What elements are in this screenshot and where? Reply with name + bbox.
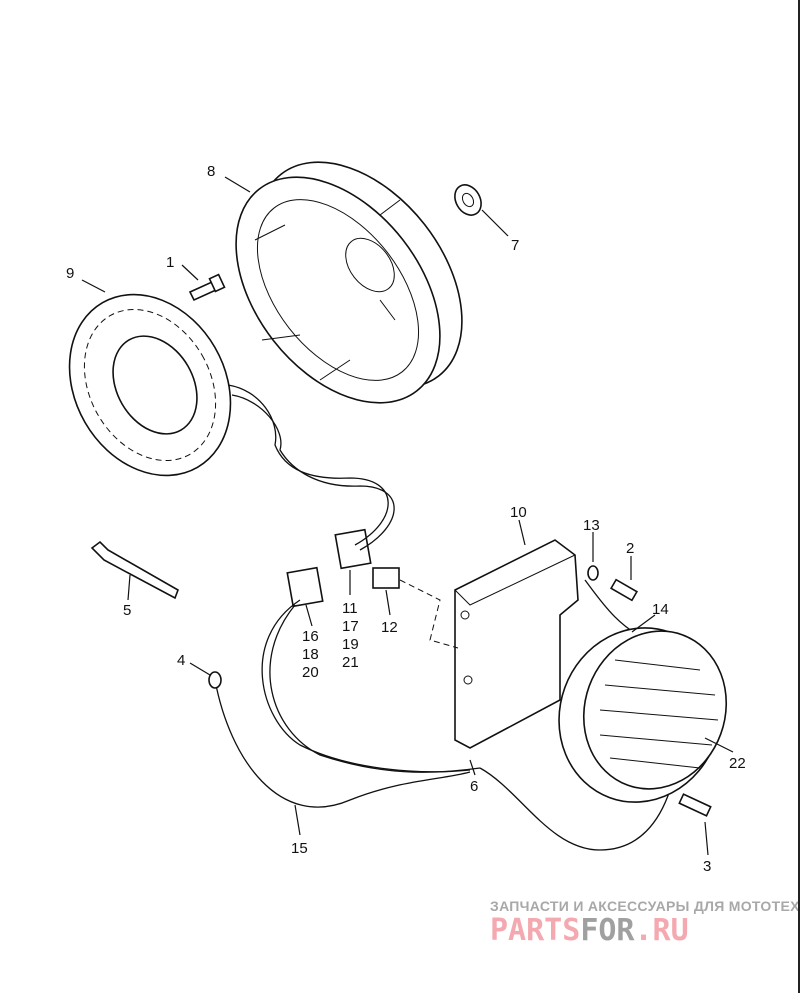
callout-11: 11 xyxy=(342,600,358,617)
callout-5: 5 xyxy=(123,602,131,619)
bolt-part xyxy=(678,793,712,817)
ring-terminal-part xyxy=(208,671,222,689)
connector-part xyxy=(334,528,372,570)
washer-part xyxy=(587,565,599,581)
callout-13: 13 xyxy=(583,517,600,534)
callout-2: 2 xyxy=(626,540,634,557)
callout-7: 7 xyxy=(511,237,519,254)
callout-22: 22 xyxy=(729,755,746,772)
callout-18: 18 xyxy=(302,646,319,663)
harness-wire xyxy=(261,599,471,773)
screw-part xyxy=(610,578,638,602)
connector-part xyxy=(286,566,324,608)
callout-17: 17 xyxy=(342,618,359,635)
screw-part xyxy=(188,273,226,302)
callout-10: 10 xyxy=(510,504,527,521)
callout-15: 15 xyxy=(291,840,308,857)
callout-21: 21 xyxy=(342,654,359,671)
callout-3: 3 xyxy=(703,858,711,875)
stator-wire xyxy=(227,384,389,546)
callout-9: 9 xyxy=(66,265,74,282)
clip-part xyxy=(372,567,400,589)
rotor-part xyxy=(235,161,463,404)
callout-16: 16 xyxy=(302,628,319,645)
callout-14: 14 xyxy=(652,601,669,618)
callout-19: 19 xyxy=(342,636,359,653)
callout-1: 1 xyxy=(166,254,174,271)
cable-tie-part xyxy=(90,540,179,600)
watermark: ЗАПЧАСТИ И АКСЕССУАРЫ ДЛЯ МОТОТЕХНИКИ PA… xyxy=(490,898,800,948)
watermark-tagline: ЗАПЧАСТИ И АКСЕССУАРЫ ДЛЯ МОТОТЕХНИКИ xyxy=(490,898,800,914)
leader-lines xyxy=(81,176,734,856)
bracket-part xyxy=(454,539,579,749)
callout-8: 8 xyxy=(207,163,215,180)
callout-20: 20 xyxy=(302,664,319,681)
callout-4: 4 xyxy=(177,652,185,669)
callout-6: 6 xyxy=(470,778,478,795)
regulator-part xyxy=(558,627,728,803)
stator-part xyxy=(68,293,232,477)
callout-12: 12 xyxy=(381,619,398,636)
washer-part xyxy=(454,184,482,216)
watermark-brand: PARTSFOR.RU xyxy=(490,913,689,948)
